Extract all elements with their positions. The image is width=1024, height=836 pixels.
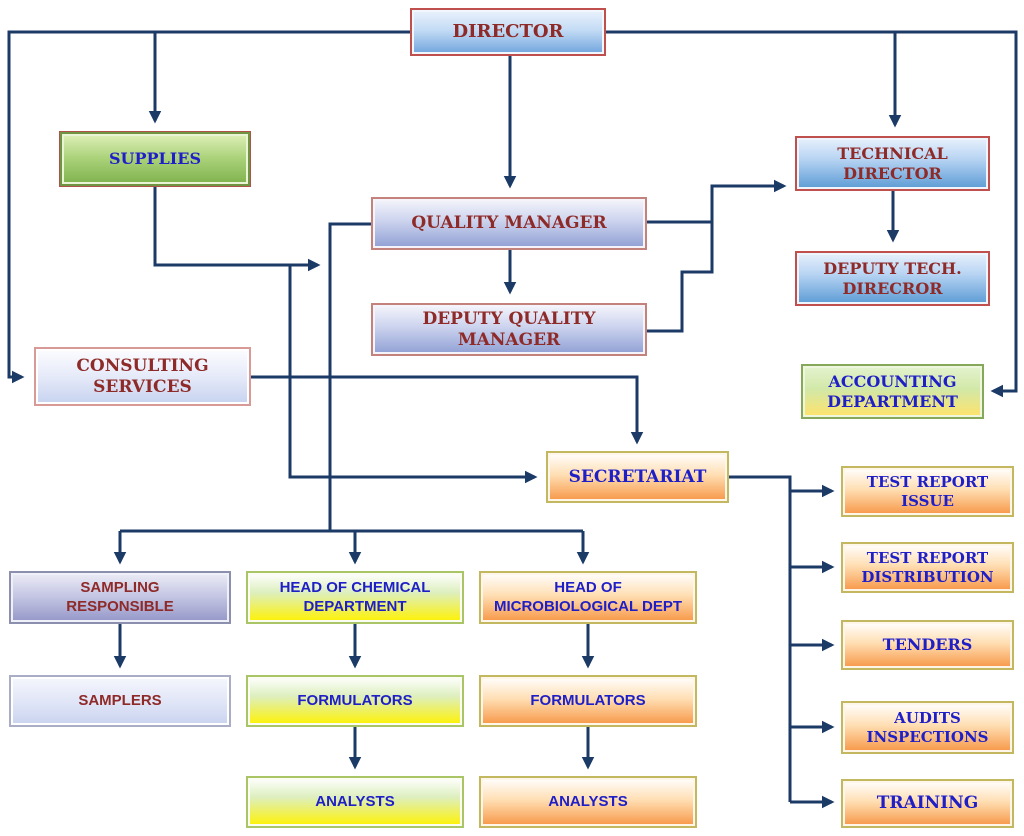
node-test-report-issue: TEST REPORT ISSUE <box>841 466 1014 517</box>
node-formulators-micro: FORMULATORS <box>479 675 697 727</box>
node-formulators-chemical-label: FORMULATORS <box>297 691 413 709</box>
node-test-report-issue-label: TEST REPORT ISSUE <box>866 473 989 510</box>
node-quality-manager-label: QUALITY MANAGER <box>411 213 607 234</box>
node-technical-director: TECHNICAL DIRECTOR <box>795 136 990 191</box>
edge-dqm-join-td <box>646 222 714 333</box>
node-formulators-chemical: FORMULATORS <box>246 675 464 727</box>
node-secretariat: SECRETARIAT <box>546 451 729 503</box>
node-analysts-micro-label: ANALYSTS <box>548 792 628 810</box>
edge-qm-trunk-departments <box>328 222 371 531</box>
edge-director-accounting <box>606 30 1018 398</box>
node-head-chemical-label: HEAD OF CHEMICAL DEPARTMENT <box>279 579 431 615</box>
node-analysts-chemical-label: ANALYSTS <box>315 792 395 810</box>
node-quality-manager: QUALITY MANAGER <box>371 197 647 250</box>
node-test-report-distribution: TEST REPORT DISTRIBUTION <box>841 542 1014 593</box>
node-supplies: SUPPLIES <box>59 131 251 187</box>
node-head-microbiological: HEAD OF MICROBIOLOGICAL DEPT <box>479 571 697 624</box>
node-head-microbiological-label: HEAD OF MICROBIOLOGICAL DEPT <box>493 579 683 615</box>
node-director-label: DIRECTOR <box>452 21 564 43</box>
node-accounting-department-label: ACCOUNTING DEPARTMENT <box>827 371 958 411</box>
node-samplers-label: SAMPLERS <box>78 691 162 709</box>
node-consulting-services-label: CONSULTING SERVICES <box>76 355 209 397</box>
node-head-chemical: HEAD OF CHEMICAL DEPARTMENT <box>246 571 464 624</box>
node-director: DIRECTOR <box>410 8 606 56</box>
node-deputy-tech-director-label: DEPUTY TECH. DIRECROR <box>823 258 962 298</box>
node-audits-inspections-label: AUDITS INSPECTIONS <box>866 709 989 746</box>
edge-trunk-secretariat-left <box>288 265 538 484</box>
node-analysts-micro: ANALYSTS <box>479 776 697 828</box>
edge-secretariat-right-trunk <box>729 475 792 802</box>
node-training-label: TRAINING <box>876 793 979 814</box>
node-test-report-distribution-label: TEST REPORT DISTRIBUTION <box>861 549 994 586</box>
node-consulting-services: CONSULTING SERVICES <box>34 347 251 406</box>
node-deputy-quality-manager-label: DEPUTY QUALITY MANAGER <box>422 308 596 350</box>
node-tenders: TENDERS <box>841 620 1014 670</box>
edge-supplies-trunk <box>153 186 321 272</box>
node-formulators-micro-label: FORMULATORS <box>530 691 646 709</box>
node-training: TRAINING <box>841 779 1014 828</box>
node-tenders-label: TENDERS <box>882 635 973 655</box>
node-technical-director-label: TECHNICAL DIRECTOR <box>837 143 948 183</box>
node-deputy-quality-manager: DEPUTY QUALITY MANAGER <box>371 303 647 356</box>
node-secretariat-label: SECRETARIAT <box>568 466 707 487</box>
node-analysts-chemical: ANALYSTS <box>246 776 464 828</box>
edge-qm-td <box>646 179 787 224</box>
node-sampling-responsible: SAMPLING RESPONSIBLE <box>9 571 231 624</box>
node-accounting-department: ACCOUNTING DEPARTMENT <box>801 364 984 419</box>
node-sampling-responsible-label: SAMPLING RESPONSIBLE <box>66 579 174 615</box>
node-audits-inspections: AUDITS INSPECTIONS <box>841 701 1014 754</box>
node-deputy-tech-director: DEPUTY TECH. DIRECROR <box>795 251 990 306</box>
edge-director-consulting <box>7 30 410 384</box>
node-supplies-label: SUPPLIES <box>108 149 202 169</box>
node-samplers: SAMPLERS <box>9 675 231 727</box>
edge-consulting-secretariat <box>251 375 644 445</box>
